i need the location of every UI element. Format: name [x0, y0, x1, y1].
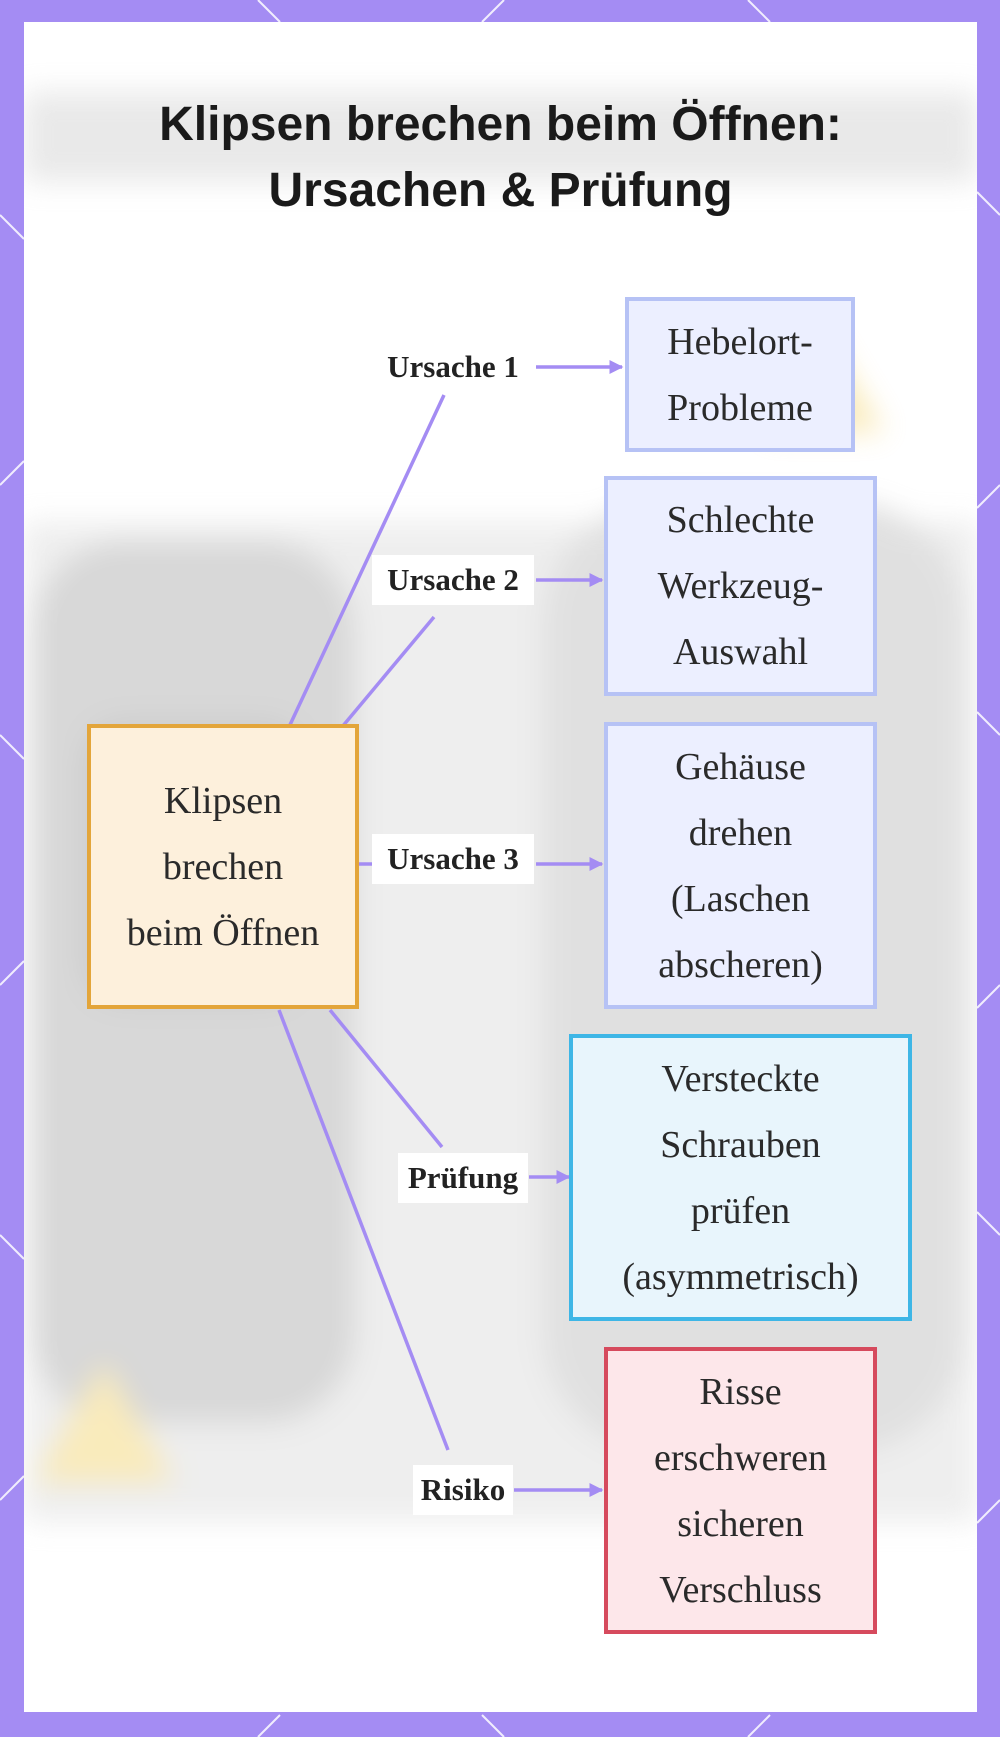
node-cause-tool-selection: Schlechte Werkzeug- Auswahl [604, 476, 877, 696]
node-check-line-4: (asymmetrisch) [622, 1255, 859, 1298]
diagram-edges [277, 360, 624, 1497]
edge-label-cause2: Ursache 2 [372, 555, 534, 605]
node-main-line-2: brechen [162, 845, 284, 888]
node-cause2-line-2: Werkzeug- [657, 565, 824, 607]
node-risk-cracks: Risse erschweren sicheren Verschluss [604, 1347, 877, 1634]
warning-icon [34, 1362, 174, 1482]
node-cause1-line-1: Hebelort- [667, 320, 813, 363]
title-line-2: Ursachen & Prüfung [268, 164, 733, 217]
node-risk-line-4: Verschluss [659, 1568, 822, 1611]
node-cause2-line-3: Auswahl [672, 631, 809, 673]
edge-label-risk: Risiko [413, 1465, 513, 1515]
node-risk-line-3: sicheren [677, 1502, 804, 1545]
edge-label-cause1: Ursache 1 [372, 342, 534, 392]
node-cause1-line-2: Probleme [667, 386, 813, 429]
node-check-hidden-screws: Versteckte Schrauben prüfen (asymmetrisc… [569, 1034, 912, 1321]
node-cause3-line-2: drehen [688, 811, 793, 854]
node-main-line-3: beim Öffnen [126, 911, 320, 954]
node-cause3-line-3: (Laschen [670, 877, 811, 920]
edge-main-to-cause2 [340, 615, 436, 729]
node-cause2-line-1: Schlechte [666, 499, 815, 541]
node-main-problem: Klipsen brechen beim Öffnen [87, 724, 359, 1009]
node-check-line-3: prüfen [690, 1189, 791, 1232]
diagram-card: Klipsen brechen beim Öffnen: Ursachen & … [24, 22, 977, 1712]
edge-main-to-risk [277, 1009, 450, 1451]
node-check-line-2: Schrauben [660, 1123, 821, 1166]
title-line-1: Klipsen brechen beim Öffnen: [159, 98, 842, 151]
edge-label-cause3: Ursache 3 [372, 834, 534, 884]
diagram-title: Klipsen brechen beim Öffnen: Ursachen & … [24, 92, 977, 224]
node-risk-line-2: erschweren [653, 1436, 827, 1479]
node-risk-line-1: Risse [699, 1370, 782, 1413]
node-check-line-1: Versteckte [661, 1057, 820, 1100]
node-cause3-line-4: abscheren) [658, 943, 823, 986]
edge-main-to-check [328, 1008, 444, 1149]
edge-label-check: Prüfung [398, 1153, 528, 1203]
node-cause3-line-1: Gehäuse [675, 745, 806, 788]
node-cause-lever-location: Hebelort- Probleme [625, 297, 855, 452]
node-main-line-1: Klipsen [163, 779, 283, 822]
edge-main-to-cause1 [287, 394, 446, 728]
node-cause-housing-twist: Gehäuse drehen (Laschen abscheren) [604, 722, 877, 1009]
